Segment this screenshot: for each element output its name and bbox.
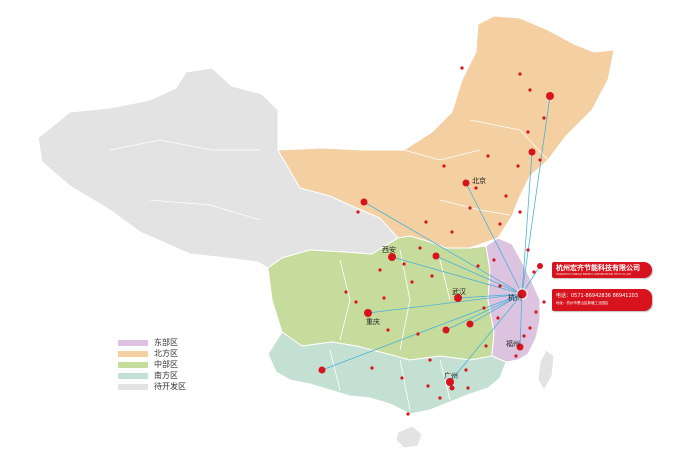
legend-item-central: 中部区 xyxy=(118,360,186,370)
company-phone: 电话：0571-86942836 86941203 xyxy=(556,293,639,299)
city-label-hangzhou: 杭州 xyxy=(508,293,522,302)
legend-swatch xyxy=(118,362,148,368)
city-dot-icon xyxy=(442,326,450,334)
legend-item-east: 东部区 xyxy=(118,338,186,348)
city-dot-icon xyxy=(454,294,462,302)
major-city-markers xyxy=(318,92,554,391)
contact-banner: 电话：0571-86942836 86941203 地址：杭州市萧山区新塘工业园… xyxy=(552,289,652,311)
island-taiwan xyxy=(537,349,555,391)
legend-item-north: 北方区 xyxy=(118,349,186,359)
city-label-xian: 西安 xyxy=(382,245,396,254)
city-dot-icon xyxy=(449,385,455,391)
city-dot-icon xyxy=(546,92,554,100)
company-banner: 杭州宏齐节能科技有限公司 HANGZHOU HONGQI ENERGY CONS… xyxy=(552,262,652,278)
city-dot-icon xyxy=(446,378,454,386)
region-east xyxy=(485,237,541,363)
legend-label: 东部区 xyxy=(154,338,178,347)
legend-item-undeveloped: 待开发区 xyxy=(118,382,186,392)
city-label-wuhan: 武汉 xyxy=(452,287,466,296)
city-dot-icon xyxy=(537,263,543,269)
city-label-guangzhou: 广州 xyxy=(444,371,458,380)
legend-label: 南方区 xyxy=(154,371,178,380)
city-dots xyxy=(344,66,546,416)
city-dot-icon xyxy=(364,309,372,317)
company-address: 地址：杭州市萧山区新塘工业园区 xyxy=(556,301,609,305)
city-dot-icon xyxy=(528,148,536,156)
island-hainan xyxy=(395,425,423,449)
city-dot-icon xyxy=(360,198,368,206)
legend-label: 待开发区 xyxy=(154,382,186,391)
company-name: 杭州宏齐节能科技有限公司 xyxy=(556,264,640,272)
legend-swatch xyxy=(118,340,148,346)
legend-item-south: 南方区 xyxy=(118,371,186,381)
city-dot-icon xyxy=(432,252,440,260)
map-legend: 东部区 北方区 中部区 南方区 待开发区 xyxy=(118,338,186,393)
company-name-english: HANGZHOU HONGQI ENERGY CONSERVATION TECH… xyxy=(556,273,632,276)
region-south xyxy=(267,331,507,415)
legend-label: 中部区 xyxy=(154,360,178,369)
legend-label: 北方区 xyxy=(154,349,178,358)
city-dot-icon xyxy=(516,343,524,351)
hub-marker-icon xyxy=(516,288,528,300)
city-dot-icon xyxy=(462,179,470,187)
city-label-fuzhou: 福州 xyxy=(506,339,520,348)
city-label-beijing: 北京 xyxy=(472,176,486,185)
city-dot-icon xyxy=(466,320,474,328)
city-label-chongqing: 重庆 xyxy=(366,317,380,326)
legend-swatch xyxy=(118,373,148,379)
city-dot-icon xyxy=(388,253,396,261)
legend-swatch xyxy=(118,384,148,390)
city-dot-icon xyxy=(318,366,326,374)
legend-swatch xyxy=(118,351,148,357)
